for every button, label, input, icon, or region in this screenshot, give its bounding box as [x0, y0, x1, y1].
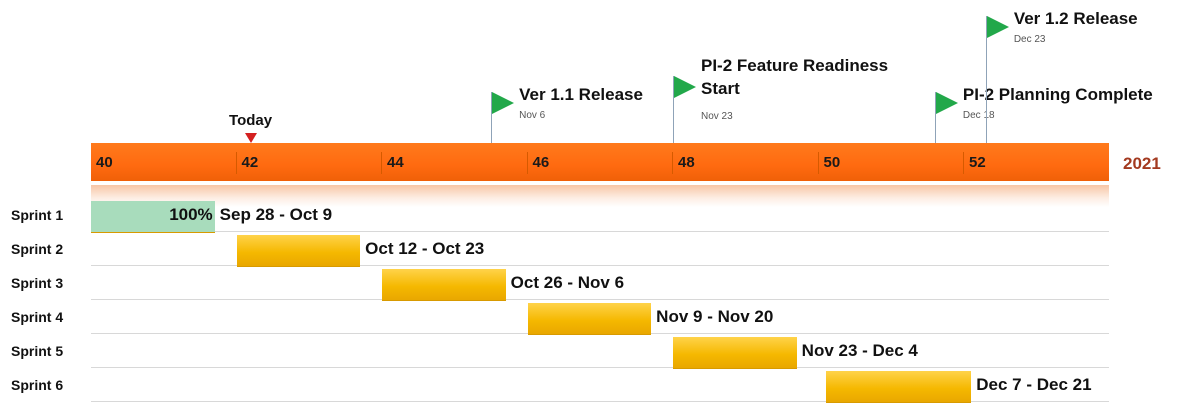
week-label: 48 [678, 154, 695, 171]
row-gridline [91, 401, 1109, 402]
sprint-bar[interactable] [91, 201, 215, 233]
sprint-dates: Oct 12 - Oct 23 [365, 239, 485, 258]
milestone-flag-icon [935, 92, 958, 114]
sprint-bar[interactable] [825, 371, 972, 403]
sprint-bar[interactable] [382, 269, 506, 301]
sprint-label: Sprint 4 [11, 309, 64, 325]
today-marker-icon [245, 133, 258, 143]
milestone-flag-icon [986, 16, 1009, 38]
sprint-label: Sprint 6 [11, 377, 64, 393]
milestone-pole [491, 92, 493, 143]
week-tick [672, 152, 673, 174]
row-gridline [91, 231, 1109, 232]
week-label: 40 [96, 154, 113, 171]
week-tick [526, 152, 528, 174]
sprint-dates: Oct 26 - Nov 6 [510, 273, 625, 292]
milestone-title: Ver 1.1 Release [519, 85, 643, 104]
sprint-dates: Dec 7 - Dec 21 [976, 375, 1092, 394]
sprint-bar[interactable] [236, 235, 361, 267]
week-label: 46 [532, 154, 550, 171]
sprint-dates: Sep 28 - Oct 9 [219, 205, 333, 224]
sprint-dates: Nov 23 - Dec 4 [801, 341, 918, 360]
sprint-label: Sprint 1 [11, 207, 64, 223]
sprint-label: Sprint 2 [11, 241, 64, 257]
sprint-dates: Nov 9 - Nov 20 [656, 307, 774, 326]
milestone-date: Nov 23 [701, 111, 733, 122]
milestone-title-line: PI-2 Feature Readiness [701, 56, 889, 75]
week-tick [381, 152, 382, 174]
sprint-bar[interactable] [673, 337, 797, 369]
timeline-bar [91, 143, 1109, 181]
timeline-shadow [91, 185, 1109, 207]
sprint-label: Sprint 3 [11, 275, 64, 291]
milestone-date: Dec 18 [962, 110, 995, 121]
today-label: Today [229, 112, 273, 129]
milestone-date: Nov 6 [519, 110, 546, 121]
row-gridline [91, 367, 1109, 368]
row-gridline [91, 265, 1109, 266]
milestone-title: PI-2 Planning Complete [962, 85, 1153, 104]
week-label: 52 [969, 154, 986, 171]
week-label: 50 [823, 154, 841, 171]
sprint-label: Sprint 5 [11, 343, 64, 359]
milestone-date: Dec 23 [1013, 34, 1046, 45]
week-label: 42 [241, 154, 259, 171]
sprint-bar[interactable] [527, 303, 652, 335]
year-label: 2021 [1123, 154, 1161, 173]
milestone-title: Ver 1.2 Release [1013, 9, 1138, 28]
milestone-title-line: Start [701, 79, 740, 98]
milestone-flag-icon [674, 76, 696, 98]
week-tick [235, 152, 237, 174]
row-gridline [91, 299, 1109, 300]
sprint-percent: 100% [169, 205, 213, 224]
milestone-flag-icon [492, 92, 515, 114]
week-label: 44 [387, 154, 404, 171]
milestone-pole [673, 76, 674, 143]
week-tick [963, 152, 964, 174]
week-tick [817, 152, 819, 174]
milestone-pole [934, 92, 936, 143]
milestone-pole [985, 16, 987, 143]
